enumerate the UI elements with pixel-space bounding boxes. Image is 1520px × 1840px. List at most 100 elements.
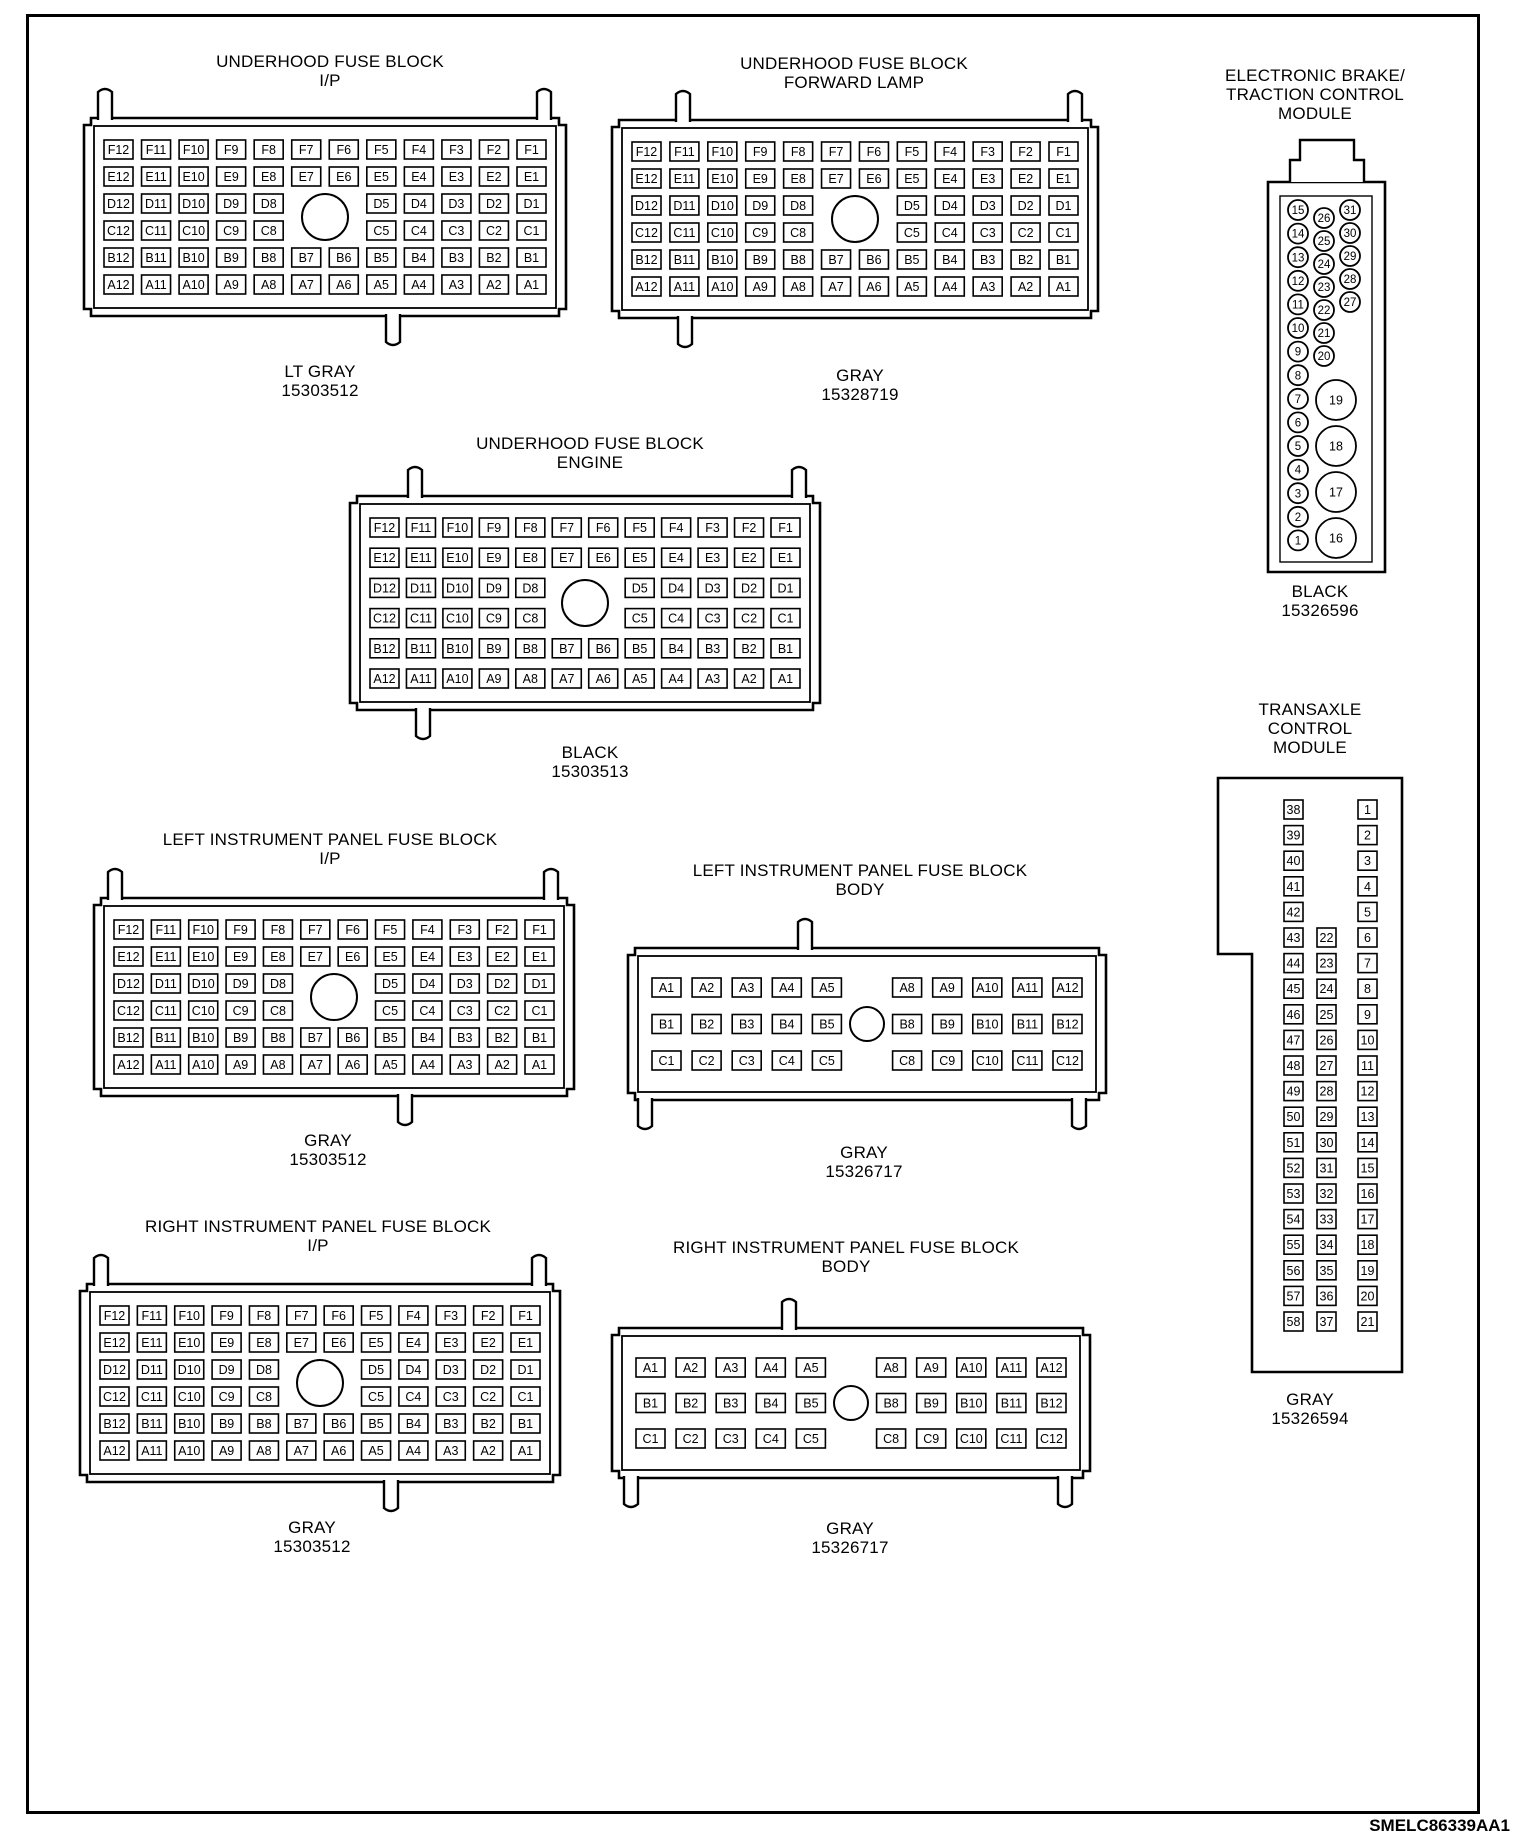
pin-label: E9 <box>753 172 768 186</box>
pin-label: D12 <box>107 197 130 211</box>
pin-cavity <box>524 919 555 940</box>
pin-cavity <box>225 973 256 994</box>
pin-label: D3 <box>448 197 464 211</box>
pin-label: A2 <box>683 1361 698 1375</box>
pin-label: A7 <box>828 280 843 294</box>
pin-label: C4 <box>779 1054 795 1068</box>
pin-label: C8 <box>270 1004 286 1018</box>
pin-cavity <box>731 1050 763 1071</box>
pin-cavity <box>449 973 481 994</box>
pin-label: A9 <box>223 278 238 292</box>
pin-cavity <box>211 1332 242 1353</box>
pin-cavity <box>1048 168 1079 189</box>
pin-label: A10 <box>976 981 998 995</box>
pin-label: D8 <box>522 581 538 595</box>
pin-label: B4 <box>942 253 957 267</box>
pin-label: F2 <box>481 1309 496 1323</box>
pin-label: C2 <box>1018 226 1034 240</box>
pin-label: B5 <box>904 253 919 267</box>
pin-label: A3 <box>723 1361 738 1375</box>
pin-label: 15 <box>1292 205 1305 217</box>
pin-label: 14 <box>1292 229 1305 241</box>
pin-cavity <box>290 139 322 160</box>
pin-label: E7 <box>299 170 314 184</box>
pin-label: A5 <box>803 1361 818 1375</box>
pin-label: A10 <box>960 1361 982 1375</box>
pin-cavity <box>510 1386 541 1407</box>
pin-label: E2 <box>494 950 509 964</box>
pin-cavity <box>510 1440 541 1461</box>
pin-cavity <box>1357 978 1378 1000</box>
pin-label: 17 <box>1329 486 1343 500</box>
pin-label: A9 <box>233 1058 248 1072</box>
pin-label: B11 <box>155 1031 176 1045</box>
pin-label: A10 <box>192 1058 214 1072</box>
pin-cavity <box>178 139 209 160</box>
pin-label: C1 <box>1056 226 1072 240</box>
pin-cavity <box>1010 249 1041 270</box>
pin-cavity <box>486 1027 518 1048</box>
pin-label: E3 <box>457 950 472 964</box>
pin-cavity <box>369 637 400 659</box>
pin-cavity <box>99 1305 130 1326</box>
pin-label: E4 <box>942 172 957 186</box>
pin-label: 53 <box>1287 1187 1301 1201</box>
pin-cavity <box>1313 253 1335 275</box>
pin-label: C4 <box>942 226 958 240</box>
pin-cavity <box>697 517 728 538</box>
pin-label: A7 <box>299 278 314 292</box>
pin-label: B8 <box>270 1031 285 1045</box>
center-bolt-hole <box>296 1359 344 1407</box>
pin-cavity <box>136 1440 168 1461</box>
pin-label: 18 <box>1361 1238 1375 1252</box>
pin-cavity <box>140 220 172 241</box>
pin-label: A3 <box>705 672 720 686</box>
pin-cavity <box>215 220 247 241</box>
pin-cavity <box>1357 1208 1378 1230</box>
pin-cavity <box>369 517 400 538</box>
pin-label: D11 <box>673 199 695 213</box>
pin-label: B9 <box>486 642 501 656</box>
pin-cavity <box>770 577 801 599</box>
pin-label: C2 <box>486 224 502 238</box>
pin-cavity <box>635 1428 666 1449</box>
pin-label: B2 <box>1018 253 1033 267</box>
pin-cavity <box>478 220 510 241</box>
pin-label: D1 <box>524 197 540 211</box>
pin-cavity <box>675 1428 706 1449</box>
pin-cavity <box>955 1357 987 1378</box>
pin-label: C3 <box>448 224 464 238</box>
pin-cavity <box>515 547 546 569</box>
pin-cavity <box>441 139 472 160</box>
pin-cavity <box>150 973 182 994</box>
pin-cavity <box>405 668 437 689</box>
pin-cavity <box>441 193 472 214</box>
pin-label: F12 <box>374 521 396 535</box>
pin-label: E7 <box>308 950 323 964</box>
pin-cavity <box>369 607 400 629</box>
pin-label: C11 <box>1016 1054 1038 1068</box>
pin-cavity <box>1357 901 1378 923</box>
pin-cavity <box>1283 1208 1304 1230</box>
pin-cavity <box>187 1000 219 1021</box>
pin-cavity <box>1313 230 1335 252</box>
pin-cavity <box>631 249 662 270</box>
pin-label: B2 <box>699 1018 714 1032</box>
pin-label: F6 <box>336 143 351 157</box>
pin-cavity <box>516 193 547 214</box>
pin-label: 57 <box>1287 1289 1301 1303</box>
pin-cavity <box>587 517 619 538</box>
pin-cavity <box>715 1392 747 1414</box>
pin-label: F9 <box>233 923 248 937</box>
pin-label: A1 <box>524 278 539 292</box>
pin-cavity <box>896 222 928 243</box>
pin-label: C9 <box>233 1004 249 1018</box>
pin-cavity <box>472 1413 504 1434</box>
pin-label: F10 <box>447 521 469 535</box>
pin-label: 6 <box>1364 931 1371 945</box>
pin-label: C2 <box>699 1054 715 1068</box>
